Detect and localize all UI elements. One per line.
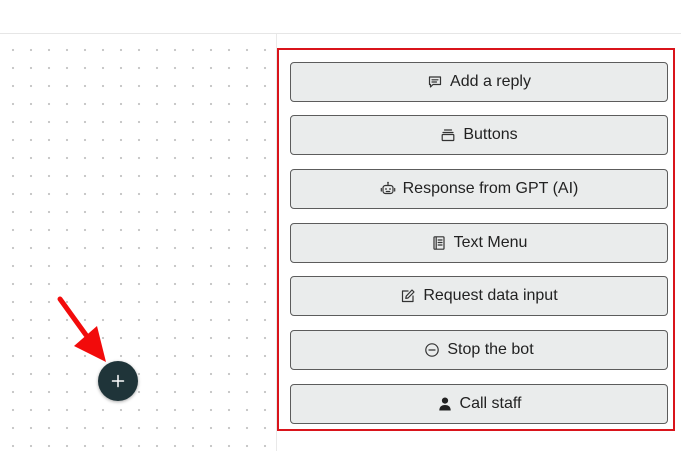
person-icon — [437, 396, 453, 412]
pencil-square-icon — [400, 288, 416, 304]
buttons-button[interactable]: Buttons — [290, 115, 668, 155]
text-menu-icon — [431, 235, 447, 251]
menu-item-label: Text Menu — [453, 234, 528, 251]
add-node-button[interactable] — [98, 361, 138, 401]
stop-the-bot-button[interactable]: Stop the bot — [290, 330, 668, 370]
add-step-menu: Add a reply Buttons Response from GPT (A — [277, 48, 675, 431]
plus-icon — [111, 374, 125, 388]
text-menu-button[interactable]: Text Menu — [290, 223, 668, 263]
menu-item-label: Buttons — [463, 126, 518, 143]
flow-canvas[interactable] — [0, 34, 276, 451]
menu-item-label: Request data input — [423, 287, 558, 304]
chat-square-text-icon — [427, 74, 443, 90]
add-a-reply-button[interactable]: Add a reply — [290, 62, 668, 102]
call-staff-button[interactable]: Call staff — [290, 384, 668, 424]
menu-item-label: Add a reply — [450, 73, 531, 90]
buttons-stack-icon — [440, 127, 456, 143]
menu-item-label: Stop the bot — [447, 341, 534, 358]
menu-item-label: Response from GPT (AI) — [402, 180, 579, 197]
dash-circle-icon — [424, 342, 440, 358]
top-bar — [0, 0, 681, 34]
response-from-gpt-button[interactable]: Response from GPT (AI) — [290, 169, 668, 209]
panel-divider — [276, 34, 277, 451]
request-data-input-button[interactable]: Request data input — [290, 276, 668, 316]
menu-item-label: Call staff — [459, 395, 522, 412]
robot-icon — [380, 181, 396, 197]
